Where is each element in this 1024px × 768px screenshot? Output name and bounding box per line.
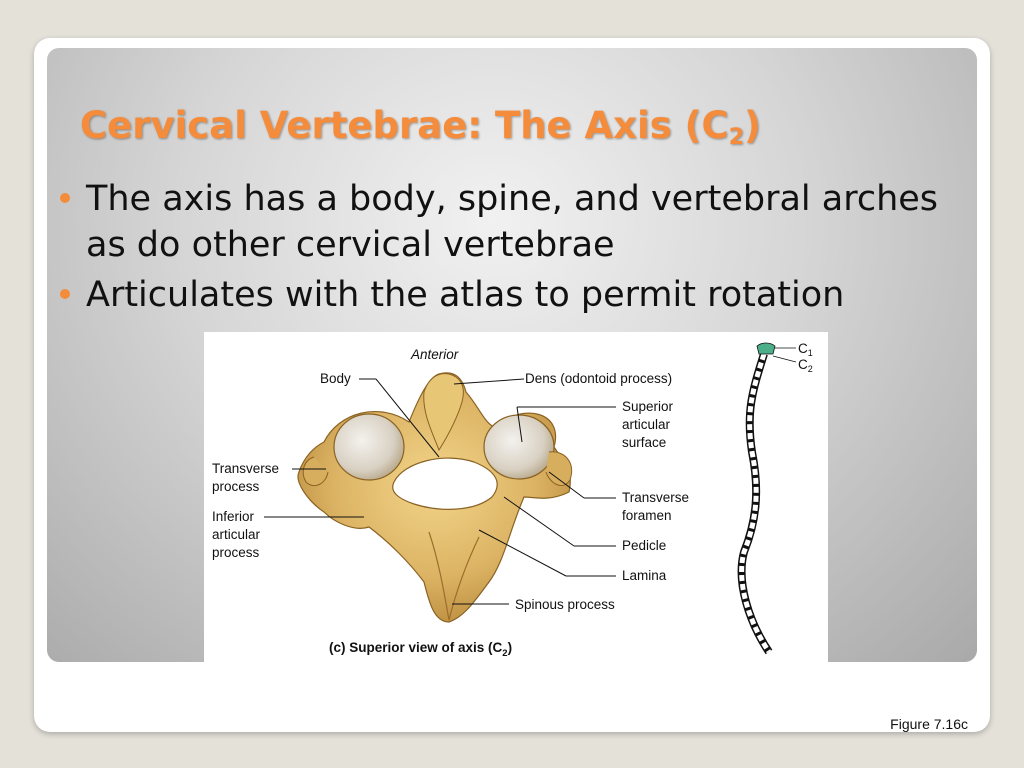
slide-title: Cervical Vertebrae: The Axis (C2): [80, 104, 761, 150]
anterior-label: Anterior: [410, 347, 459, 362]
transverse-process-label-2: process: [212, 479, 260, 494]
bullet-item: The axis has a body, spine, and vertebra…: [60, 176, 966, 268]
figure-reference: Figure 7.16c: [890, 716, 968, 732]
axis-illustration: Anterior Body Dens (odontoid process) Su…: [212, 341, 813, 659]
bullet-dot-icon: [60, 289, 70, 299]
inferior-label-1: Inferior: [212, 509, 255, 524]
transverse-process-label-1: Transverse: [212, 461, 279, 476]
inferior-label-2: articular: [212, 527, 261, 542]
bullet-list: The axis has a body, spine, and vertebra…: [60, 176, 966, 322]
pedicle-label: Pedicle: [622, 538, 666, 553]
axis-bone: [297, 372, 572, 623]
spine-c2-label: C2: [798, 357, 813, 374]
spine-overview: [737, 342, 797, 655]
superior-label-3: surface: [622, 435, 666, 450]
leader-lines: [264, 378, 616, 605]
bullet-item: Articulates with the atlas to permit rot…: [60, 272, 966, 318]
axis-figure: Anterior Body Dens (odontoid process) Su…: [204, 332, 828, 662]
spinous-process-label: Spinous process: [515, 597, 615, 612]
spine-c1-label: C1: [798, 341, 813, 358]
transverse-foramen-label-2: foramen: [622, 508, 672, 523]
body-label: Body: [320, 371, 351, 386]
superior-label-1: Superior: [622, 399, 674, 414]
lamina-label: Lamina: [622, 568, 667, 583]
bullet-dot-icon: [60, 193, 70, 203]
inferior-label-3: process: [212, 545, 260, 560]
dens-label: Dens (odontoid process): [525, 371, 672, 386]
transverse-foramen-label-1: Transverse: [622, 490, 689, 505]
superior-label-2: articular: [622, 417, 671, 432]
figure-caption: (c) Superior view of axis (C2): [329, 640, 512, 659]
